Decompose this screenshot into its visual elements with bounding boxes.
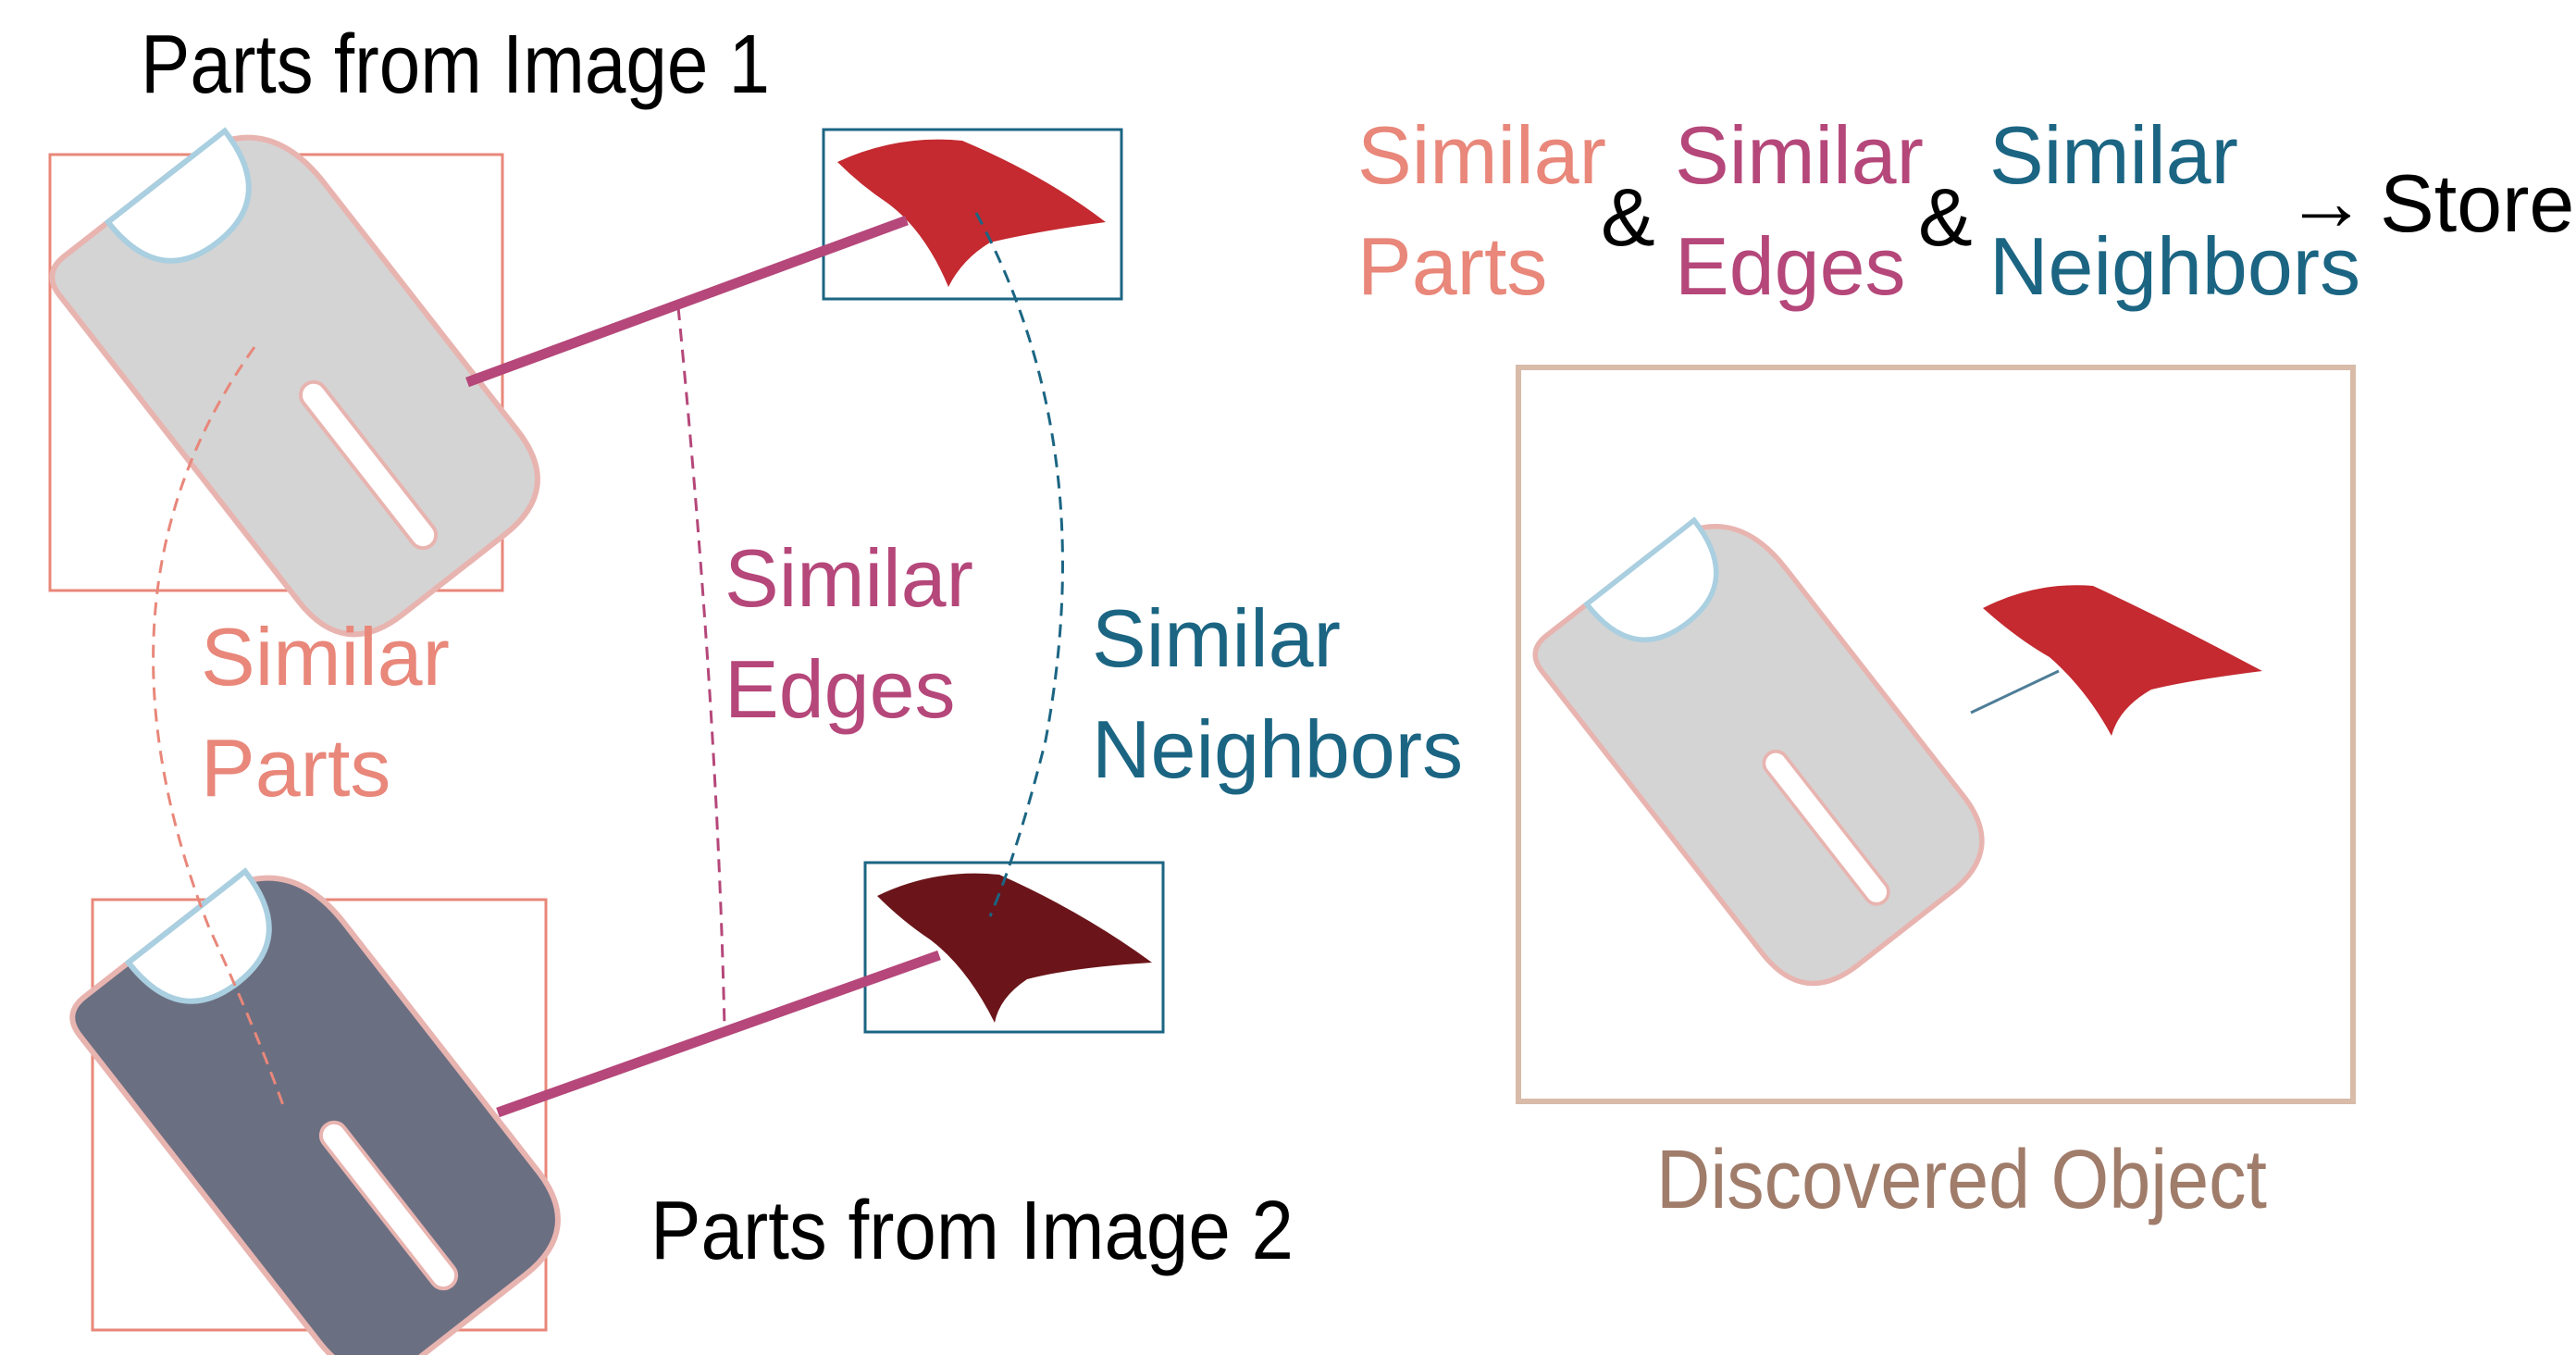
- similar-edges-arc: [676, 306, 726, 1028]
- equation-term-neighbors: Similar Neighbors: [1989, 109, 2360, 312]
- similar-neighbors-label-line2: Neighbors: [1092, 703, 1463, 795]
- discovered-object-edge: [1970, 669, 2060, 715]
- edge-image2: [496, 950, 941, 1118]
- equation-term-edges: Similar Edges: [1675, 109, 1946, 312]
- equation-amp-2: &: [1918, 171, 1973, 263]
- equation-amp-1: &: [1601, 171, 1655, 263]
- similar-parts-label: Similar Parts: [201, 611, 472, 814]
- part-body-dark: [69, 867, 561, 1355]
- discovered-object-frame: [1516, 365, 2356, 1104]
- equation-term-parts-line2: Parts: [1357, 220, 1547, 312]
- equation-term-neighbors-line2: Neighbors: [1989, 220, 2360, 312]
- edge-image1: [465, 215, 909, 388]
- equation-term-neighbors-line1: Similar: [1989, 109, 2238, 201]
- equation-term-edges-line2: Edges: [1675, 220, 1906, 312]
- equation-term-parts: Similar Parts: [1357, 109, 1629, 312]
- parts-image-2-title: Parts from Image 2: [650, 1185, 1294, 1277]
- part-fin-red: [837, 139, 1106, 287]
- part-box-image2-fin: [863, 861, 1165, 1034]
- equation-arrow-icon: →: [2285, 155, 2367, 247]
- similar-edges-label: Similar Edges: [724, 532, 996, 735]
- similar-parts-label-line1: Similar: [201, 611, 450, 702]
- part-box-image1-fin: [822, 128, 1123, 301]
- discovered-object-body: [1532, 516, 1985, 987]
- equation-term-parts-line1: Similar: [1357, 109, 1606, 201]
- discovered-object-label: Discovered Object: [1656, 1134, 2267, 1226]
- similar-edges-label-line2: Edges: [724, 643, 956, 735]
- discovered-object-fin: [1983, 585, 2262, 736]
- equation-term-edges-line1: Similar: [1675, 109, 1924, 201]
- parts-image-1-title: Parts from Image 1: [141, 19, 770, 111]
- part-body-light: [49, 127, 540, 638]
- similar-parts-arc: [152, 346, 287, 1112]
- similar-edges-label-line1: Similar: [724, 532, 973, 624]
- similar-neighbors-arc: [974, 212, 1064, 917]
- part-fin-dark: [877, 873, 1152, 1023]
- equation-result: Store: [2380, 157, 2574, 249]
- similar-neighbors-label: Similar Neighbors: [1092, 592, 1463, 795]
- similar-neighbors-label-line1: Similar: [1092, 592, 1341, 684]
- similar-parts-label-line2: Parts: [201, 722, 390, 814]
